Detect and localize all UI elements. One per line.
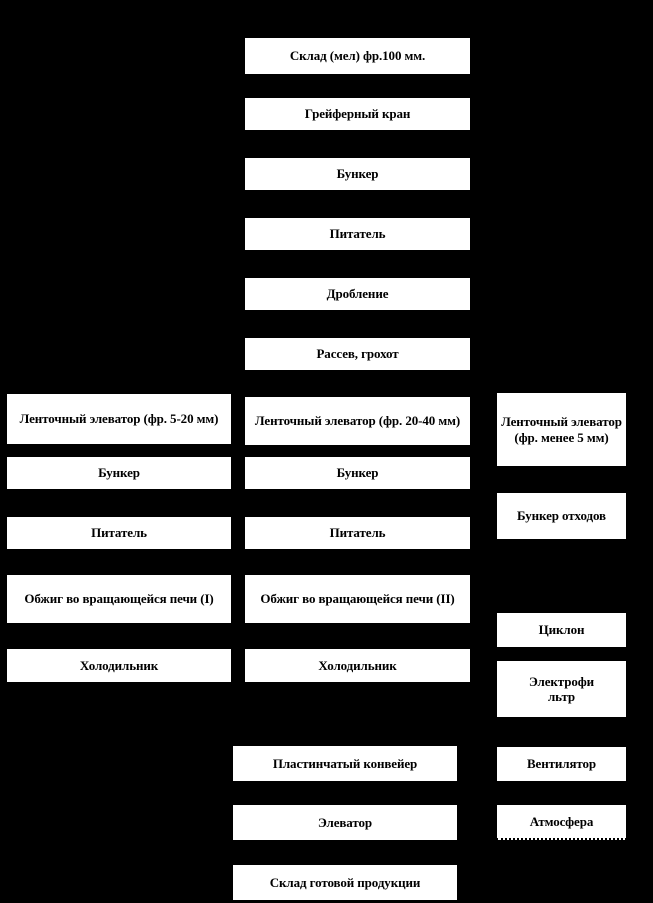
process-node-bunker-top: Бункер	[244, 157, 471, 191]
process-node-elevator-bottom: Элеватор	[232, 804, 458, 841]
process-node-bunker-othodov: Бункер отходов	[496, 492, 627, 540]
process-node-label: Обжиг во вращающейся печи (II)	[260, 591, 455, 607]
process-node-label: Пластинчатый конвейер	[272, 755, 418, 771]
process-node-bunker-center: Бункер	[244, 456, 471, 490]
process-node-label: Холодильник	[79, 657, 159, 673]
process-node-holodilnik-center: Холодильник	[244, 648, 471, 683]
process-node-label: Рассев, грохот	[316, 346, 399, 362]
process-node-greifernyj-kran: Грейферный кран	[244, 97, 471, 131]
process-node-bunker-left: Бункер	[6, 456, 232, 490]
process-node-label: Бункер отходов	[517, 508, 606, 524]
process-node-label: Ленточный элеватор (фр. 5-20 мм)	[19, 411, 219, 427]
process-node-label: Ленточный элеватор (фр. менее 5 мм)	[501, 414, 622, 445]
process-node-label: Элеватор	[317, 814, 373, 830]
process-node-label: Бункер	[336, 465, 379, 481]
process-node-atmosfera: Атмосфера	[496, 804, 627, 840]
process-node-label: Склад (мел) фр.100 мм.	[289, 48, 426, 64]
process-node-label: Грейферный кран	[304, 106, 411, 122]
process-node-ventilyator: Вентилятор	[496, 746, 627, 782]
process-node-sklad-mel: Склад (мел) фр.100 мм.	[244, 37, 471, 75]
process-node-label: Вентилятор	[526, 756, 597, 772]
process-node-label: Питатель	[91, 525, 147, 541]
process-node-label: Бункер	[98, 465, 140, 481]
process-node-plastinchatyj-konvejer: Пластинчатый конвейер	[232, 745, 458, 782]
process-node-elektrofiltr: Электрофи льтр	[496, 660, 627, 718]
process-node-ciklon: Циклон	[496, 612, 627, 648]
process-node-label: Циклон	[538, 622, 585, 638]
process-node-label: Холодильник	[318, 657, 397, 673]
process-node-elevator-menee-5: Ленточный элеватор (фр. менее 5 мм)	[496, 392, 627, 467]
process-node-obzhig-2: Обжиг во вращающейся печи (II)	[244, 574, 471, 624]
process-node-label: Питатель	[329, 226, 386, 242]
process-node-label: Ленточный элеватор (фр. 20-40 мм)	[254, 413, 461, 429]
process-node-pitatel-top: Питатель	[244, 217, 471, 251]
process-node-pitatel-center: Питатель	[244, 516, 471, 550]
process-node-sklad-gotovoj: Склад готовой продукции	[232, 864, 458, 901]
process-node-elevator-5-20: Ленточный элеватор (фр. 5-20 мм)	[6, 393, 232, 445]
process-node-label: Обжиг во вращающейся печи (I)	[24, 591, 214, 607]
process-node-pitatel-left: Питатель	[6, 516, 232, 550]
process-node-label: Дробление	[326, 286, 389, 302]
process-node-droblenie: Дробление	[244, 277, 471, 311]
process-node-label: Электрофи льтр	[528, 673, 595, 704]
process-node-label: Питатель	[329, 525, 386, 541]
process-node-rassev-grohot: Рассев, грохот	[244, 337, 471, 371]
process-node-obzhig-1: Обжиг во вращающейся печи (I)	[6, 574, 232, 624]
process-node-label: Атмосфера	[529, 813, 594, 829]
process-node-elevator-20-40: Ленточный элеватор (фр. 20-40 мм)	[244, 396, 471, 446]
process-node-holodilnik-left: Холодильник	[6, 648, 232, 683]
process-node-label: Склад готовой продукции	[269, 874, 421, 890]
process-node-label: Бункер	[336, 166, 379, 182]
